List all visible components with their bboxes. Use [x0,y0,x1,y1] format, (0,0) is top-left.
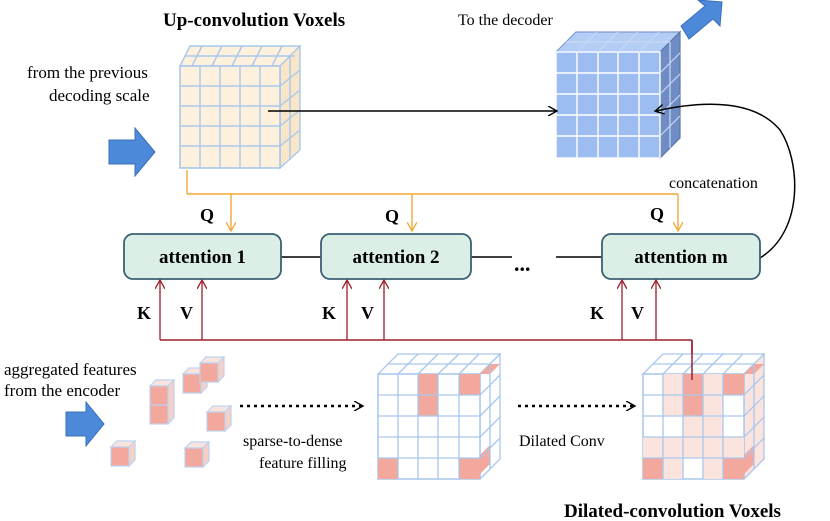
dilated-title: Dilated-convolution Voxels [564,501,781,521]
k-label-2: K [322,303,336,323]
sparse-voxels [109,355,233,469]
q-label-3: Q [650,204,664,224]
prev-scale-label-line1: from the previous [27,63,148,82]
attention-block-2: attention 2 [320,233,472,280]
decoder-voxel-cube [554,30,682,160]
v-label-2: V [361,303,374,323]
query-lines [186,170,678,230]
encoder-arrow-icon [65,400,105,448]
attention-label-m: attention m [634,247,728,268]
aggregated-label-line2: from the encoder [4,381,120,400]
sparse-label-line1: sparse-to-dense [243,433,343,450]
to-decoder-label: To the decoder [458,12,554,29]
concatenation-label: concatenation [669,175,758,192]
aggregated-label-line1: aggregated features [4,360,137,379]
dilated-conv-label: Dilated Conv [519,433,605,450]
attention-block-1: attention 1 [123,233,282,280]
upconv-title: Up-convolution Voxels [163,10,345,31]
upconv-voxel-cube [178,44,302,170]
q-label-1: Q [200,205,214,225]
v-label-3: V [631,303,644,323]
dilated-voxel-cube [641,352,766,481]
attention-block-m: attention m [601,233,761,280]
k-label-3: K [590,303,604,323]
attention-label-1: attention 1 [159,247,246,268]
input-arrow-icon [108,126,156,178]
ellipsis: ... [514,251,531,276]
attention-label-2: attention 2 [352,247,439,268]
concatenation-arrow [656,103,796,259]
v-label-1: V [180,303,193,323]
prev-scale-label-line2: decoding scale [49,86,150,105]
sparse-dense-voxel-cube [376,352,502,481]
sparse-label-line2: feature filling [259,455,347,472]
q-label-2: Q [385,206,399,226]
output-arrow-icon [680,0,723,40]
k-label-1: K [137,303,151,323]
